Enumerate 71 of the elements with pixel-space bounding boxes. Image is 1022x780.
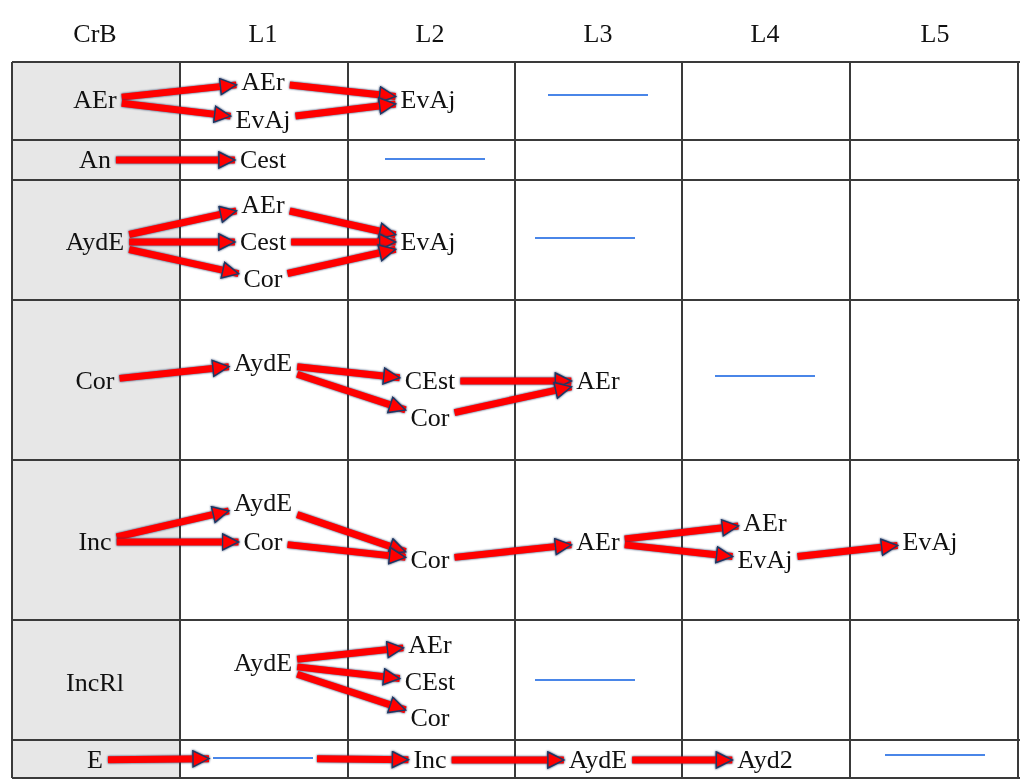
step-label: AEr (742, 508, 788, 538)
arrow (288, 207, 397, 240)
arrow (121, 77, 238, 101)
arrow (316, 750, 410, 769)
step-label: IncRl (65, 668, 125, 698)
step-label: AydE (232, 648, 294, 678)
arrow (128, 246, 240, 279)
arrow (296, 663, 401, 686)
step-label: E (86, 745, 104, 775)
step-label: EvAj (399, 85, 457, 115)
column-header: L3 (583, 21, 613, 47)
arrow (296, 640, 405, 663)
arrow (128, 205, 238, 238)
step-label: AydE (232, 348, 294, 378)
arrow (296, 670, 407, 714)
arrow (115, 151, 236, 169)
step-label: AEr (240, 190, 286, 220)
step-label: Cor (409, 403, 451, 433)
step-label: AEr (240, 67, 286, 97)
step-label: Inc (412, 745, 448, 775)
arrow (451, 751, 565, 769)
arrow (119, 359, 230, 382)
step-label: EvAj (399, 227, 457, 257)
arrow (454, 537, 573, 561)
end-line (535, 679, 635, 681)
step-label: Cor (74, 366, 116, 396)
arrow (296, 511, 407, 555)
step-label: CEst (403, 667, 457, 697)
step-label: AydE (567, 745, 629, 775)
end-line (385, 158, 485, 160)
arrow (121, 99, 232, 123)
step-label: EvAj (234, 105, 292, 135)
arrow (286, 244, 397, 277)
step-label: AydE (232, 488, 294, 518)
step-label: AEr (72, 85, 118, 115)
column-header: L2 (415, 21, 445, 47)
column-header: CrB (73, 21, 117, 47)
step-label: Cor (242, 264, 284, 294)
arrow (115, 506, 230, 541)
column-header: L5 (920, 21, 950, 47)
arrow (296, 363, 401, 385)
step-label: AEr (407, 630, 453, 660)
end-line (548, 94, 648, 96)
step-label: An (78, 145, 112, 175)
step-label: Cor (242, 527, 284, 557)
step-label: Cor (409, 545, 451, 575)
step-label: AEr (575, 366, 621, 396)
end-line (213, 757, 313, 759)
step-label: AEr (575, 527, 621, 557)
end-line (885, 754, 985, 756)
step-label: EvAj (901, 527, 959, 557)
end-line (715, 375, 815, 377)
step-label: Inc (77, 527, 113, 557)
arrow (296, 370, 407, 414)
step-label: Cest (238, 145, 288, 175)
arrow (287, 541, 407, 565)
step-label: Ayd2 (736, 745, 794, 775)
arrow (624, 519, 740, 543)
column-header: L4 (750, 21, 780, 47)
arrow (107, 750, 210, 768)
arrow (624, 541, 734, 564)
column-header: L1 (248, 21, 278, 47)
step-label: Cest (238, 227, 288, 257)
step-label: Cor (409, 703, 451, 733)
end-line (535, 237, 635, 239)
arrow (453, 381, 573, 416)
step-label: AydE (64, 227, 126, 257)
arrow (129, 233, 236, 251)
step-label: EvAj (736, 545, 794, 575)
step-label: CEst (403, 366, 457, 396)
arrow (116, 533, 240, 551)
